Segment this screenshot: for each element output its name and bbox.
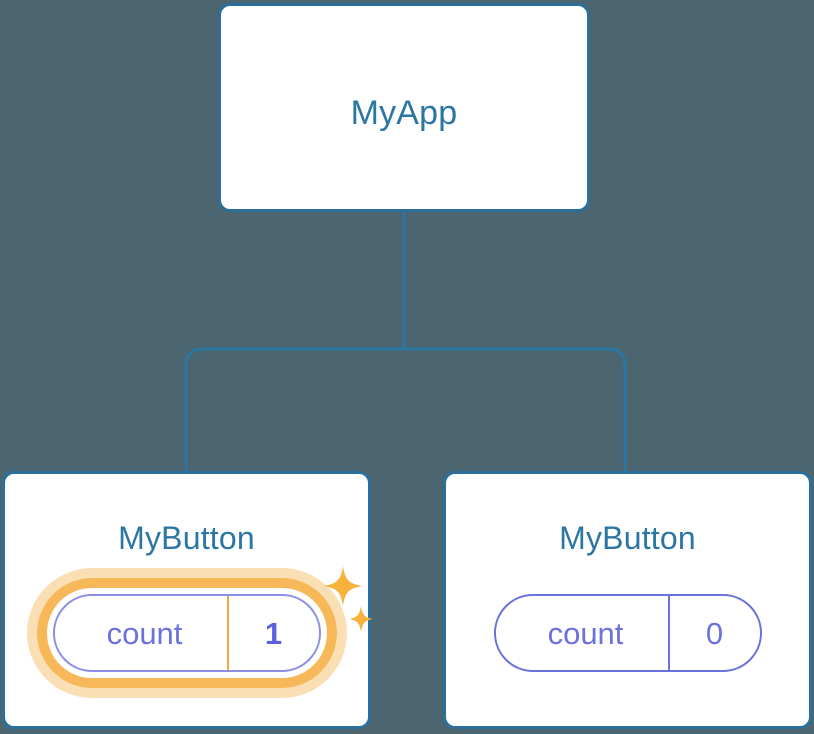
node-myapp[interactable]: MyApp (218, 3, 590, 212)
state-pill-count[interactable]: count 1 (52, 594, 321, 672)
state-divider (667, 596, 670, 670)
state-key: count (547, 615, 624, 651)
state-value: 1 (264, 615, 283, 651)
edge-root-to-child-0 (184, 347, 404, 471)
edge-root-to-child-1 (404, 347, 627, 471)
state-value: 0 (705, 615, 724, 651)
state-divider (226, 596, 229, 670)
node-mybutton-0[interactable]: MyButton count 1 (2, 471, 373, 729)
state-key: count (106, 615, 183, 651)
state-pill-wrap: count 1 (5, 568, 368, 698)
node-title: MyButton (559, 520, 696, 556)
state-pill-count[interactable]: count 0 (493, 594, 762, 672)
state-pill-wrap: count 0 (446, 578, 809, 688)
node-title: MyApp (350, 94, 458, 132)
node-title: MyButton (118, 520, 255, 556)
node-mybutton-1[interactable]: MyButton count 0 (443, 471, 812, 729)
